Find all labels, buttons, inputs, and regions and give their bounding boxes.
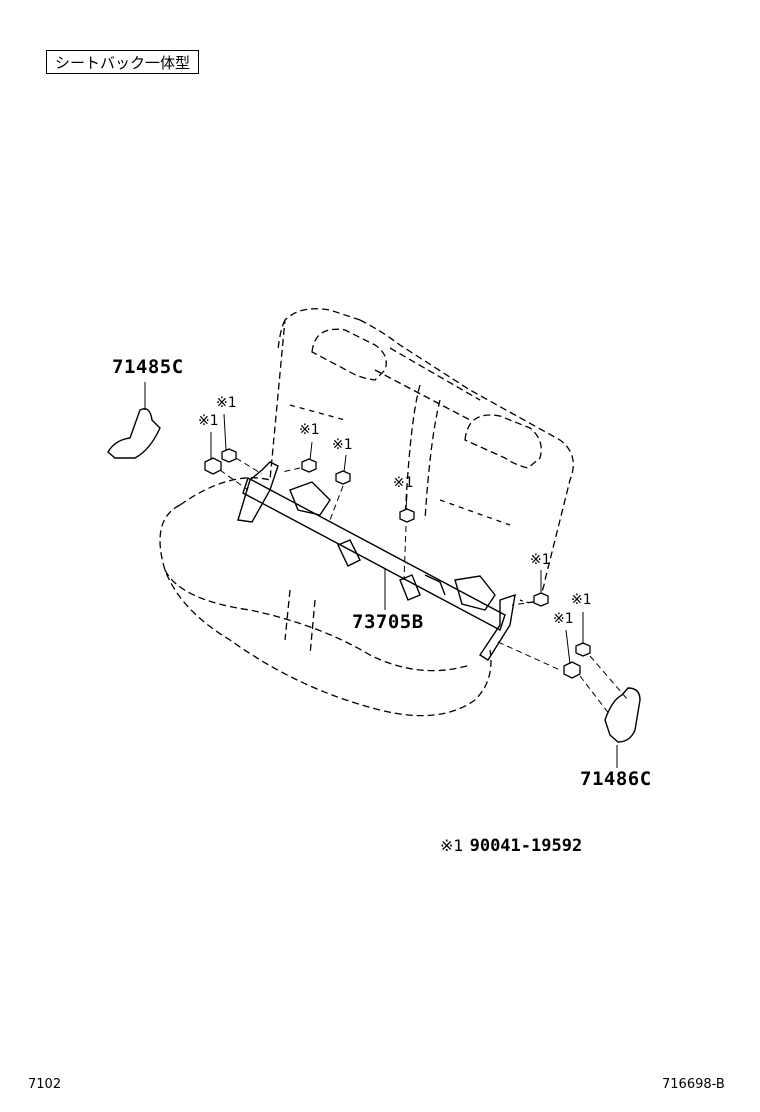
part-label-73705b: 73705B (352, 611, 424, 633)
bolt-ref-mark: ※1 (198, 413, 219, 429)
bolt-ref-mark: ※1 (571, 592, 592, 608)
seat-type-label: シートバック一体型 (46, 50, 200, 74)
part-label-71485c: 71485C (112, 356, 184, 378)
part-label-71486c: 71486C (580, 768, 652, 790)
footer-left-code: 7102 (28, 1077, 62, 1092)
bolt-ref-mark: ※1 (299, 422, 320, 438)
bolt-ref-mark: ※1 (393, 475, 414, 491)
footnote: ※1 90041-19592 (440, 836, 582, 856)
right-cover-shape (604, 687, 641, 743)
bolt-ref-mark: ※1 (216, 395, 237, 411)
footnote-part-number: 90041-19592 (469, 836, 583, 856)
bolt-ref-mark: ※1 (530, 552, 551, 568)
footnote-mark: ※1 (440, 836, 464, 855)
footer-right-code: 716698-B (662, 1077, 725, 1092)
left-cover-shape (107, 408, 161, 459)
bolt-ref-mark: ※1 (553, 611, 574, 627)
bolt-ref-mark: ※1 (332, 437, 353, 453)
